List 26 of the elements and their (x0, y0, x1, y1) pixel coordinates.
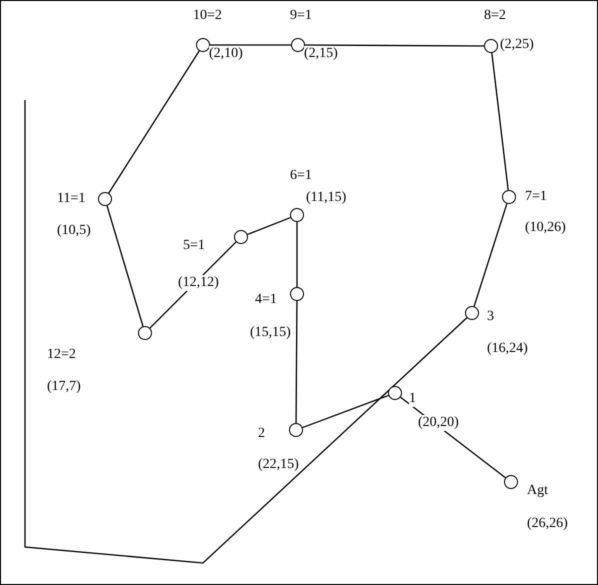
node-label: 1 (409, 391, 416, 407)
node-label: (10,5) (57, 223, 91, 239)
connector-line (247, 216, 291, 236)
node-label: (20,20) (418, 415, 459, 431)
connector-line (210, 44, 291, 46)
connector-line (491, 52, 509, 190)
node-label: (15,15) (250, 325, 291, 341)
node-label: (10,26) (525, 220, 566, 236)
connector-line (108, 50, 200, 194)
node-label: (11,15) (306, 190, 346, 206)
node-label: (12,12) (178, 275, 219, 291)
connector-line (474, 203, 508, 307)
node-label: (22,15) (258, 457, 299, 473)
node-label: (2,15) (304, 46, 338, 62)
node-label: (2,10) (209, 46, 243, 62)
connector-line (302, 394, 389, 428)
node-label: Agt (527, 483, 548, 499)
node-label: (26,26) (527, 516, 568, 532)
connector-line (295, 301, 298, 423)
node-label: (16,24) (487, 341, 528, 357)
connector-line (305, 44, 484, 47)
connector-line (24, 100, 468, 564)
connector-line (296, 222, 298, 287)
connector-line (106, 206, 144, 326)
node-label: (2,25) (500, 37, 534, 53)
node-label: (17,7) (47, 379, 81, 395)
